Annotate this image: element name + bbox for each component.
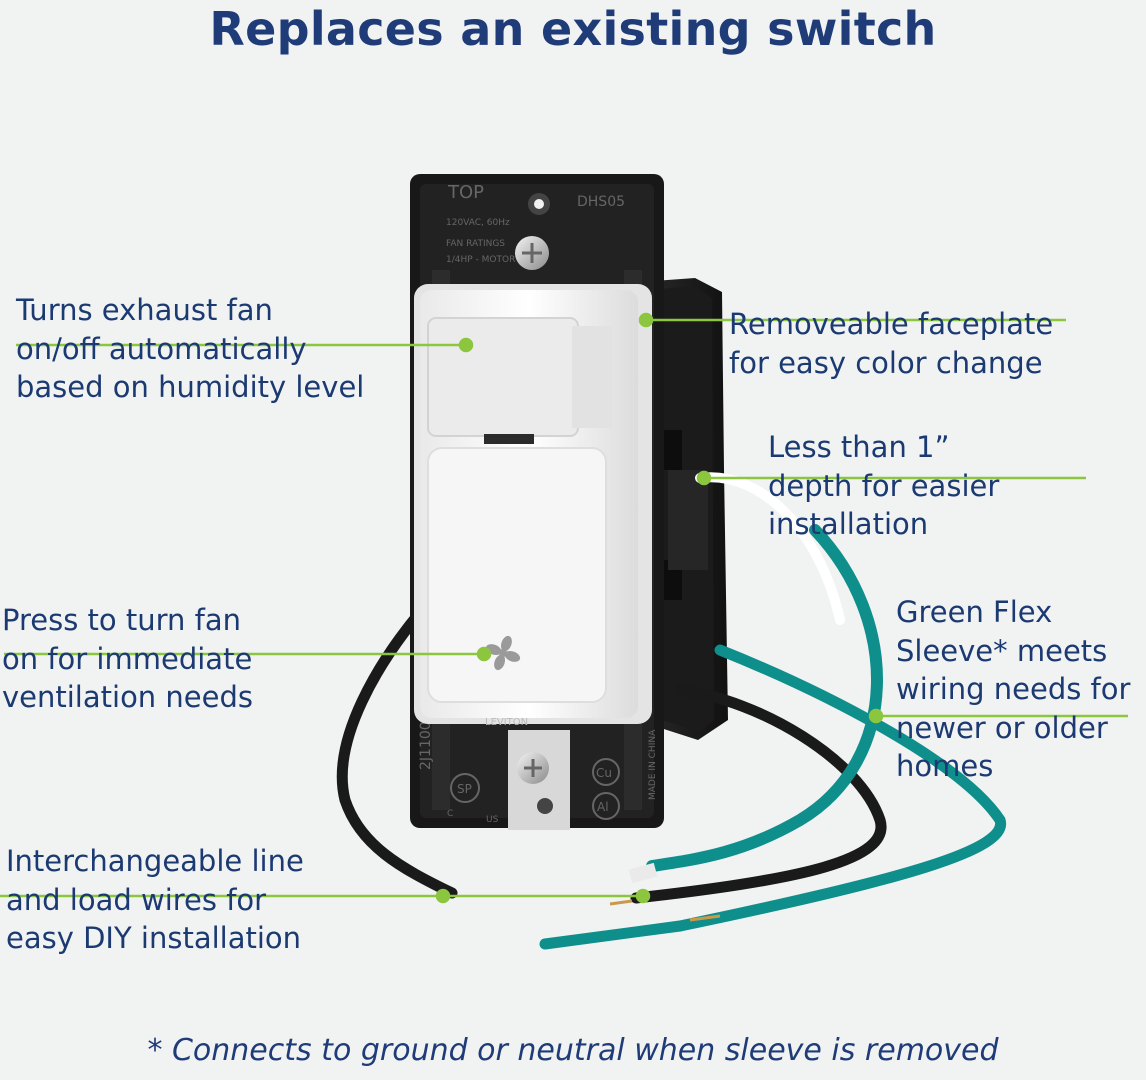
csa-us: US — [486, 815, 499, 825]
indicator-led — [484, 434, 534, 444]
black-wire-left — [336, 604, 458, 899]
strap-code-label: 2J1100 — [418, 721, 434, 770]
csa-mark: SP — [457, 782, 472, 796]
footnote: * Connects to ground or neutral when sle… — [147, 1033, 999, 1068]
strap-rating-2: FAN RATINGS — [446, 239, 505, 249]
black-wires — [336, 604, 887, 906]
strap-rating-3: 1/4HP - MOTOR — [446, 255, 515, 265]
al-mark: Al — [597, 800, 609, 814]
csa-c: C — [447, 809, 453, 819]
green-flex-sleeve — [539, 524, 1007, 950]
cu-mark: Cu — [596, 766, 612, 780]
strap-made-label: MADE IN CHINA — [648, 729, 658, 800]
brand-label: LEVITON — [485, 717, 528, 728]
page-title: Replaces an existing switch — [209, 2, 937, 56]
humidity-sensor-lens — [427, 317, 579, 437]
black-wire-right — [630, 684, 887, 904]
strap-rating-1: 120VAC, 60Hz — [446, 218, 510, 228]
strap-model-label: DHS05 — [577, 194, 625, 210]
faceplate: LEVITON — [414, 284, 652, 728]
fan-button — [427, 447, 607, 703]
strap-top-label: TOP — [447, 182, 484, 203]
leader-lines — [0, 312, 1128, 904]
